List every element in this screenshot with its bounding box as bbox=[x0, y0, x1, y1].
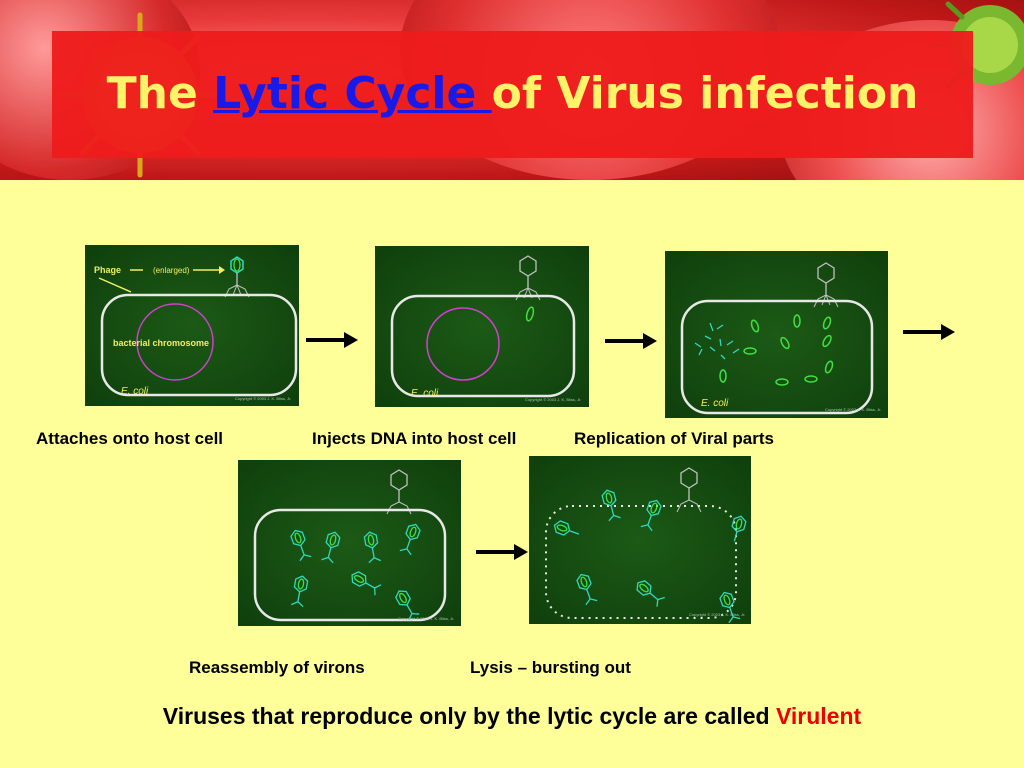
caption-reassembly: Reassembly of virons bbox=[189, 658, 365, 677]
copyright-text: Copyright © 2003 J. K. Bliss, Jr. bbox=[825, 407, 881, 412]
ecoli-label: E. coli bbox=[121, 386, 149, 397]
panel-injection-diagram: E. coli Copyright © 2003 J. K. Bliss, Jr… bbox=[390, 255, 581, 402]
page-title: The Lytic Cycle of Virus infection bbox=[52, 62, 973, 126]
footer-statement: Viruses that reproduce only by the lytic… bbox=[0, 703, 1024, 730]
panel-replication: E. coli Copyright © 2003 J. K. Bliss, Jr… bbox=[665, 251, 888, 418]
arrow-icon bbox=[605, 333, 657, 349]
copyright-text: Copyright © 2003 J. K. Bliss, Jr. bbox=[235, 396, 291, 401]
phage-label: Phage bbox=[94, 265, 121, 275]
arrow-icon bbox=[306, 332, 358, 348]
panel-attachment: Phage (enlarged) bacterial chromosome E.… bbox=[85, 245, 299, 406]
panel-lysis-diagram: Copyright © 2003 J. K. Bliss, Jr. bbox=[545, 467, 747, 624]
panel-lysis: Copyright © 2003 J. K. Bliss, Jr. bbox=[529, 456, 751, 624]
caption-replication: Replication of Viral parts bbox=[574, 429, 774, 448]
footer-text: Viruses that reproduce only by the lytic… bbox=[162, 703, 776, 729]
panel-injection: E. coli Copyright © 2003 J. K. Bliss, Jr… bbox=[375, 246, 589, 407]
panel-reassembly: Copyright © 2003 J. K. Bliss, Jr. bbox=[238, 460, 461, 626]
caption-attachment: Attaches onto host cell bbox=[36, 429, 224, 448]
footer-highlight: Virulent bbox=[775, 703, 862, 729]
title-link[interactable]: Lytic Cycle bbox=[213, 68, 492, 119]
caption-lysis: Lysis – bursting out bbox=[470, 658, 631, 677]
panel-replication-diagram: E. coli Copyright © 2003 J. K. Bliss, Jr… bbox=[680, 262, 881, 415]
copyright-text: Copyright © 2003 J. K. Bliss, Jr. bbox=[689, 612, 745, 617]
ecoli-label: E. coli bbox=[701, 398, 729, 409]
panel-reassembly-diagram: Copyright © 2003 J. K. Bliss, Jr. bbox=[253, 469, 454, 622]
title-suffix: of Virus infection bbox=[491, 68, 919, 119]
title-box bbox=[52, 31, 973, 158]
arrow-icon bbox=[903, 324, 955, 340]
enlarged-label: (enlarged) bbox=[153, 266, 190, 275]
title-prefix: The bbox=[106, 68, 214, 119]
arrow-icon bbox=[476, 544, 528, 560]
panel-attachment-diagram: Phage (enlarged) bacterial chromosome E.… bbox=[94, 256, 298, 401]
copyright-text: Copyright © 2003 J. K. Bliss, Jr. bbox=[525, 397, 581, 402]
ecoli-label: E. coli bbox=[411, 388, 439, 399]
chromosome-label: bacterial chromosome bbox=[113, 338, 209, 348]
caption-injection: Injects DNA into host cell bbox=[312, 429, 517, 448]
copyright-text: Copyright © 2003 J. K. Bliss, Jr. bbox=[398, 616, 454, 621]
